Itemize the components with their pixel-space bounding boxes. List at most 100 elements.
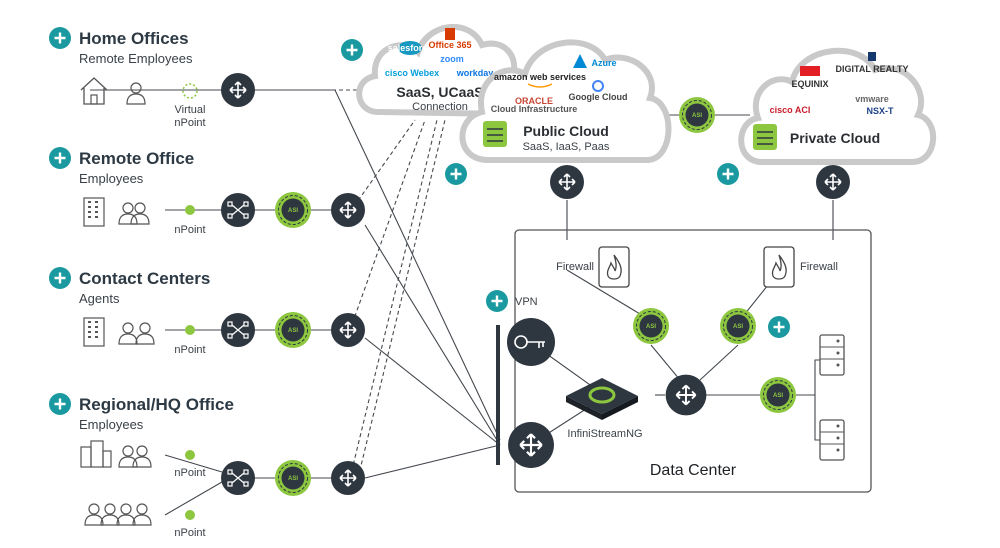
link-contact-to-dc: [364, 337, 501, 446]
switch-icon: [220, 460, 256, 496]
site-regional-hq: Regional/HQ Office Employees nPoint nPoi…: [47, 391, 366, 539]
site-subtitle: Employees: [79, 417, 144, 432]
asi-text-7: ASI: [773, 393, 783, 399]
data-center-box: [514, 229, 872, 493]
group-person-icon-3: [84, 503, 104, 526]
agent-icon: [118, 322, 138, 345]
switch-icon: [220, 192, 256, 228]
public-cloud-subtitle: SaaS, IaaS, Paas: [523, 141, 610, 153]
firewall-icon-right: [763, 246, 795, 288]
router-icon: [330, 460, 366, 496]
public-cloud-plus-icon[interactable]: [443, 161, 469, 187]
google-cloud-logo: Google Cloud: [569, 92, 628, 102]
public-cloud: amazon web services Azure ORACLE Cloud I…: [459, 39, 672, 163]
nsx-t-logo: NSX-T: [867, 106, 895, 116]
site-title: Remote Office: [79, 149, 194, 168]
group-person-icon-2: [130, 202, 150, 225]
npoint-icon: [185, 450, 195, 460]
virtual-npoint-icon: [182, 83, 198, 99]
building-icon: [83, 197, 105, 227]
saas-plus-icon[interactable]: [339, 37, 365, 63]
oracle-logo: ORACLE: [515, 96, 553, 106]
vpn-label: VPN: [515, 296, 538, 308]
azure-logo: Azure: [591, 58, 616, 68]
link-remote-to-dc: [364, 224, 501, 446]
npoint-label: nPoint: [174, 467, 205, 479]
group-person-icon-6: [132, 503, 152, 526]
asi-badge-labels: ASI ASI ASI ASI ASI ASI ASI: [288, 113, 783, 482]
office365-logo: [445, 28, 455, 40]
webex-logo: cisco Webex: [385, 68, 439, 78]
site-subtitle: Employees: [79, 171, 144, 186]
salesforce-logo: [398, 41, 422, 55]
links-dashed-saas: [349, 119, 446, 479]
asi-text-4: ASI: [692, 113, 702, 119]
group-person-icon-2: [132, 445, 152, 468]
npoint-label-2: nPoint: [174, 527, 205, 539]
expand-plus-icon[interactable]: [47, 145, 73, 171]
aws-smile-icon: [527, 83, 553, 88]
link-hq-to-dc: [364, 444, 501, 479]
infinistream-label: InfiniStreamNG: [567, 428, 642, 440]
asi-text-5: ASI: [646, 324, 656, 330]
group-person-icon-4: [100, 503, 120, 526]
private-cloud-agent-icon: [753, 124, 777, 150]
site-title: Home Offices: [79, 29, 189, 48]
link-hq-npoints: [164, 454, 223, 516]
building-icon: [83, 317, 105, 347]
expand-plus-icon[interactable]: [47, 391, 73, 417]
site-title: Regional/HQ Office: [79, 395, 234, 414]
private-cloud-title: Private Cloud: [790, 130, 880, 146]
asi-text-6: ASI: [733, 324, 743, 330]
npoint-icon: [185, 325, 195, 335]
dc-core-router-icon: [664, 373, 708, 417]
server-icon: [819, 334, 845, 376]
switch-icon: [220, 312, 256, 348]
google-cloud-icon: [592, 80, 604, 92]
private-cloud: EQUINIX DIGITAL REALTY cisco ACI vmware …: [738, 47, 936, 165]
workday-logo: workday: [456, 68, 494, 78]
infinistream-appliance-icon: [566, 378, 638, 420]
vpn-plus-icon[interactable]: [484, 288, 510, 314]
public-cloud-title: Public Cloud: [523, 123, 609, 139]
router-icon: [220, 72, 256, 108]
office-buildings-icon: [80, 440, 112, 468]
data-center-label: Data Center: [650, 462, 737, 479]
private-cloud-router-icon: [815, 164, 851, 200]
server-icon-2: [819, 419, 845, 461]
site-subtitle: Remote Employees: [79, 51, 193, 66]
asi-text-3: ASI: [288, 476, 298, 482]
router-icon: [330, 192, 366, 228]
equinix-logo-text: EQUINIX: [791, 79, 828, 89]
vmware-logo: vmware: [855, 94, 889, 104]
oracle-subtitle: Cloud Infrastructure: [491, 104, 578, 114]
npoint-label: nPoint: [174, 344, 205, 356]
firewall-label-right: Firewall: [800, 261, 838, 273]
link-public-fw: [566, 200, 651, 321]
zoom-logo: zoom: [440, 54, 464, 64]
digital-realty-logo: DIGITAL REALTY: [836, 64, 909, 74]
npoint-icon-2: [185, 510, 195, 520]
public-cloud-router-icon: [549, 164, 585, 200]
aws-logo: amazon web services: [494, 72, 586, 82]
private-cloud-plus-icon[interactable]: [715, 161, 741, 187]
site-title: Contact Centers: [79, 269, 210, 288]
person-icon: [126, 82, 146, 105]
public-cloud-agent-icon: [483, 121, 507, 147]
npoint-icon: [185, 205, 195, 215]
salesforce-logo-text: salesforce: [388, 43, 433, 53]
link-asi-core: [650, 344, 739, 381]
saas-cloud-subtitle: Connection: [412, 101, 468, 113]
equinix-logo: [800, 66, 820, 76]
router-icon: [330, 312, 366, 348]
npoint-label: nPoint: [174, 224, 205, 236]
saas-cloud-title: SaaS, UCaaS: [396, 84, 483, 100]
group-person-icon-5: [116, 503, 136, 526]
expand-plus-icon[interactable]: [47, 25, 73, 51]
dc-plus-icon[interactable]: [766, 314, 792, 340]
digital-realty-icon: [868, 52, 876, 61]
agent-icon-2: [135, 322, 155, 345]
expand-plus-icon[interactable]: [47, 265, 73, 291]
